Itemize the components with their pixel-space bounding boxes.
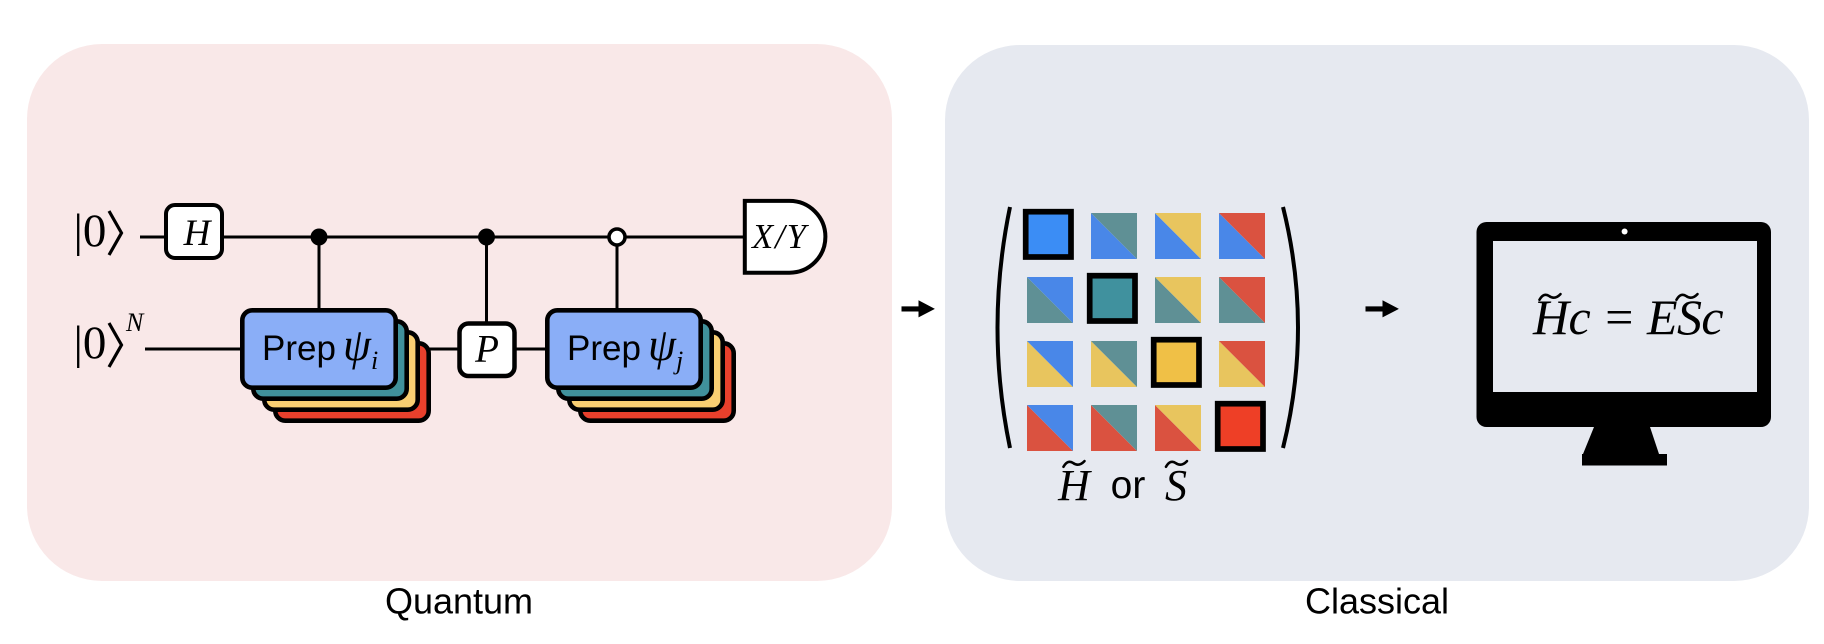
svg-text:X/Y: X/Y — [750, 218, 810, 256]
svg-text:or: or — [1111, 464, 1146, 507]
svg-text:|0: |0 — [74, 205, 107, 257]
svg-text:N: N — [125, 308, 145, 337]
svg-text:H: H — [1057, 461, 1092, 510]
svg-text:H: H — [183, 213, 213, 254]
svg-text:|0: |0 — [74, 317, 107, 369]
svg-text:P: P — [474, 328, 499, 371]
svg-text:Classical: Classical — [1305, 581, 1449, 622]
svg-text:Prep: Prep — [567, 329, 641, 368]
svg-text:S: S — [1165, 461, 1187, 510]
svg-text:Prep: Prep — [262, 329, 336, 368]
svg-text:Quantum: Quantum — [385, 581, 533, 622]
